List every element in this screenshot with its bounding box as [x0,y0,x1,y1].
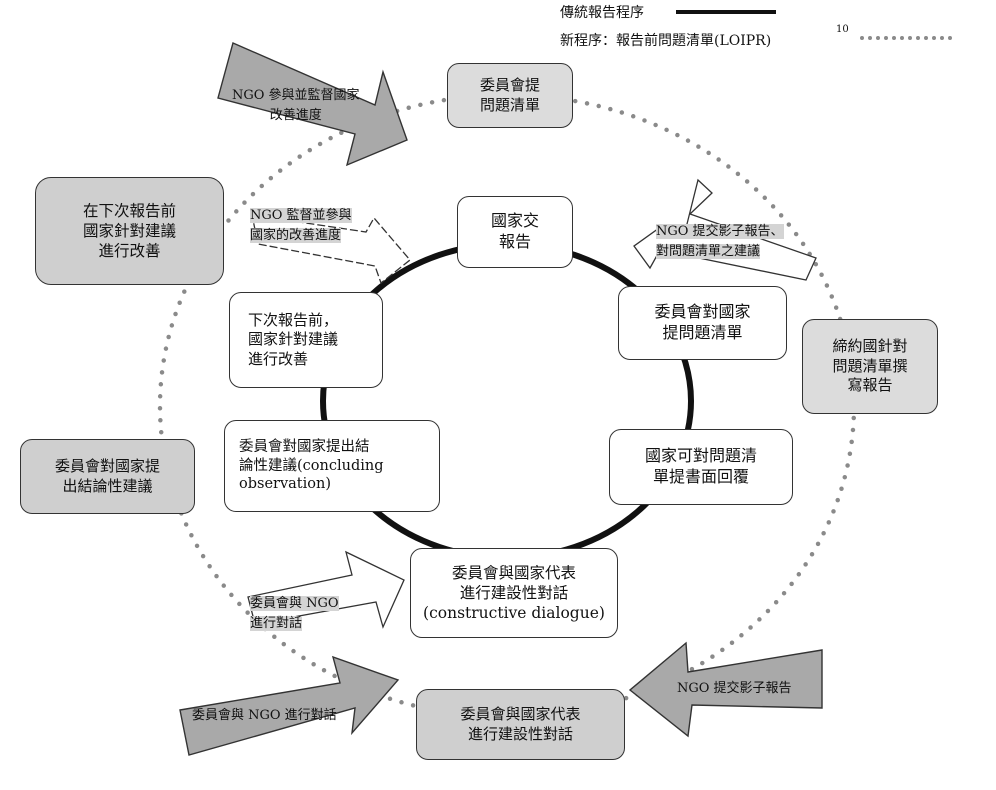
ngo-outer-dialogue-label: 委員會與 NGO 進行對話 [192,706,337,726]
legend-footnote: 10 [836,24,849,35]
outer-state-writes-report-text: 締約國針對 問題清單撰 寫報告 [832,337,908,395]
inner-state-written-reply-text: 國家可對問題清 單提書面回覆 [644,446,757,486]
ngo-dialogue-arrow [179,655,400,756]
ngo-shadow-report-arrow [628,641,823,738]
inner-state-improves-text: 下次報告前， 國家針對建議 進行改善 [248,310,339,368]
inner-state-report-box: 國家交 報告 [457,196,573,268]
ngo-outer-monitor-text: NGO 參與並監督國家 改善進度 [232,88,360,123]
ngo-inner-shadow-text: NGO 提交影子報告、 對問題清單之建議 [656,224,784,259]
ngo-outer-dialogue-text: 委員會與 NGO 進行對話 [192,708,337,723]
outer-state-improves-box: 在下次報告前 國家針對建議 進行改善 [35,177,224,285]
ngo-outer-shadow-label: NGO 提交影子報告 [677,679,792,699]
inner-state-report-text: 國家交 報告 [490,211,539,251]
inner-dialogue-text: 委員會與國家代表 進行建設性對話 (constructive dialogue) [423,563,605,623]
outer-state-improves-text: 在下次報告前 國家針對建議 進行改善 [82,201,176,261]
inner-concluding-text: 委員會對國家提出結 論性建議(concluding observation) [239,438,384,493]
ngo-inner-dialogue-label: 委員會與 NGO 進行對話 [250,594,339,633]
ngo-outer-monitor-label: NGO 參與並監督國家 改善進度 [232,86,360,125]
outer-state-writes-report-box: 締約國針對 問題清單撰 寫報告 [802,319,938,414]
inner-committee-questions-text: 委員會對國家 提問題清單 [654,302,751,342]
outer-committee-loi-text: 委員會提 問題清單 [479,76,540,114]
ngo-inner-shadow-label: NGO 提交影子報告、 對問題清單之建議 [656,222,784,261]
inner-dialogue-box: 委員會與國家代表 進行建設性對話 (constructive dialogue) [410,548,618,638]
outer-dialogue-box: 委員會與國家代表 進行建設性對話 [416,689,625,760]
inner-state-written-reply-box: 國家可對問題清 單提書面回覆 [609,429,793,505]
outer-concluding-box: 委員會對國家提 出結論性建議 [20,439,195,514]
outer-committee-loi-box: 委員會提 問題清單 [447,63,573,128]
legend-new-label: 新程序：報告前問題清單(LOIPR) [560,33,772,49]
outer-concluding-text: 委員會對國家提 出結論性建議 [54,457,160,495]
inner-committee-questions-box: 委員會對國家 提問題清單 [618,286,787,360]
ngo-inner-dialogue-text: 委員會與 NGO 進行對話 [250,596,339,631]
ngo-inner-monitor-text: NGO 監督並參與 國家的改善進度 [250,208,352,243]
ngo-inner-monitor-label: NGO 監督並參與 國家的改善進度 [250,206,352,245]
outer-dialogue-text: 委員會與國家代表 進行建設性對話 [460,705,581,743]
ngo-monitor-arrow [217,42,408,167]
ngo-outer-shadow-text: NGO 提交影子報告 [677,681,792,696]
inner-state-improves-box: 下次報告前， 國家針對建議 進行改善 [229,292,383,388]
legend-traditional-label: 傳統報告程序 [560,5,644,21]
inner-concluding-box: 委員會對國家提出結 論性建議(concluding observation) [224,420,440,512]
